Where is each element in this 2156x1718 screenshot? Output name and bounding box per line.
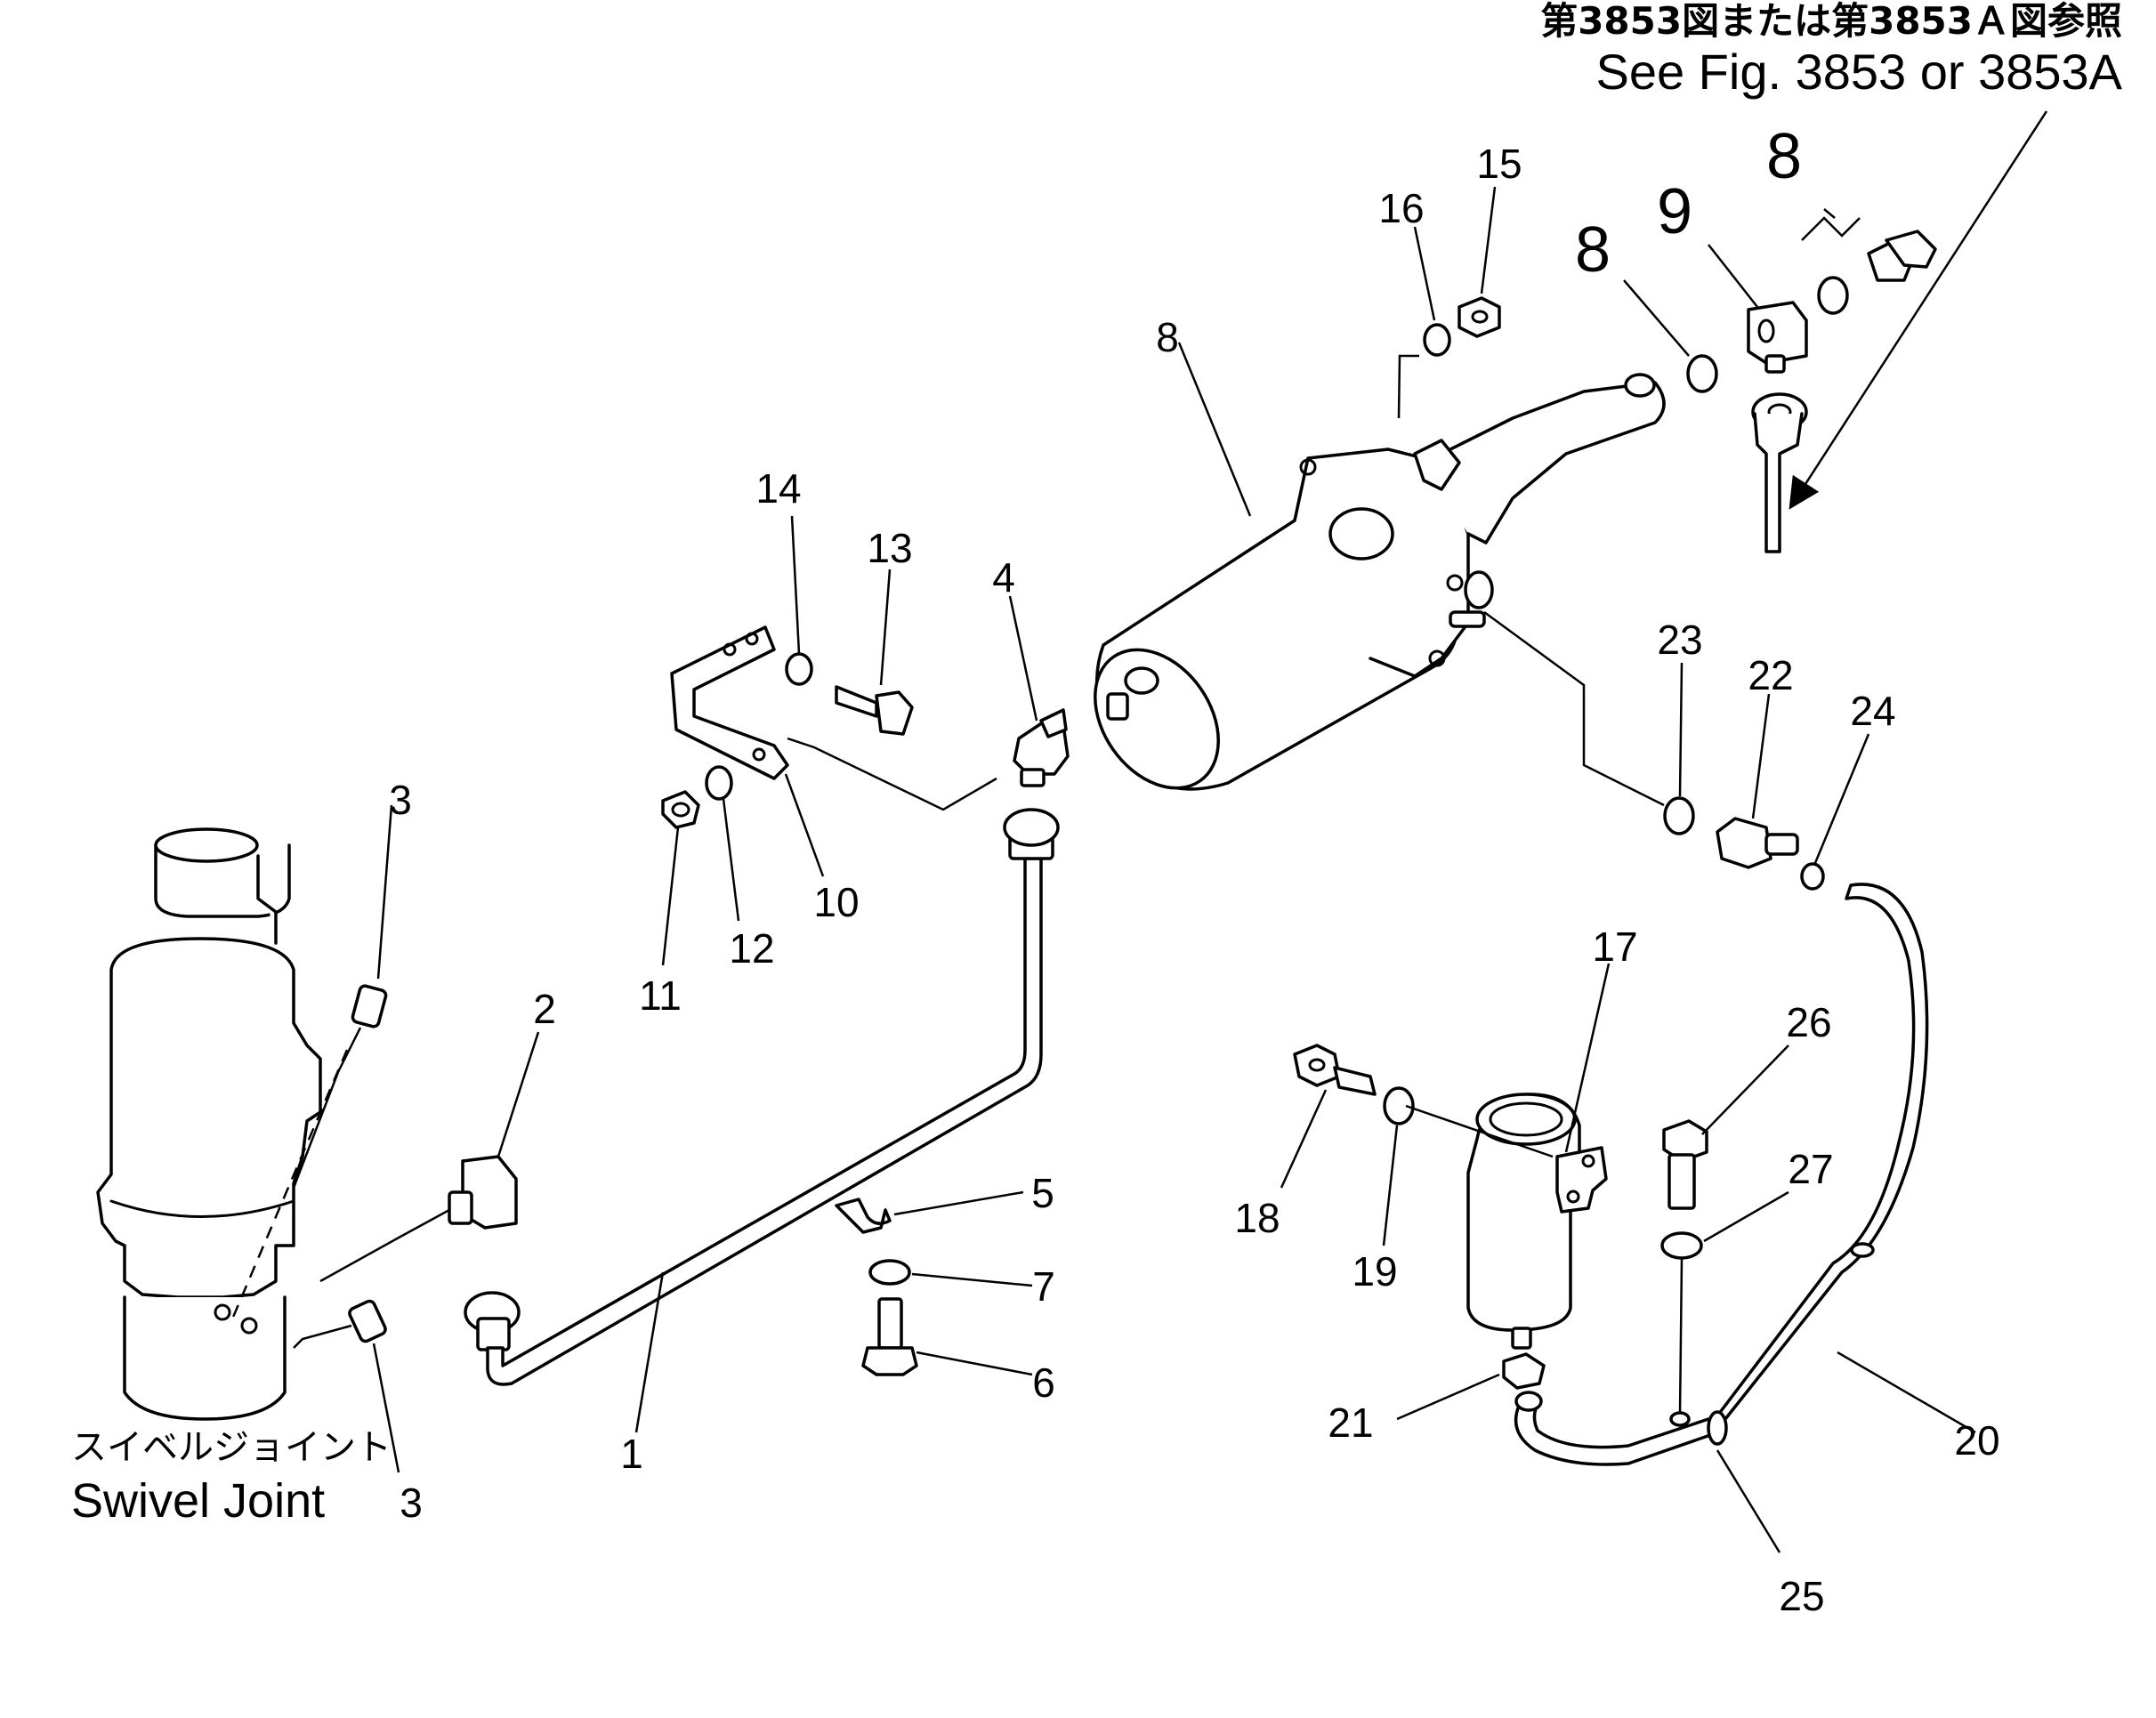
part-7-washer [868, 1259, 1033, 1287]
swivel-port [214, 1303, 231, 1321]
reference-jp: 第3853図または第3853Ａ図参照 [1540, 0, 2122, 43]
callout-16: 16 [1378, 185, 1424, 231]
callout-11: 11 [639, 972, 682, 1019]
swivel-label-jp: スイベルジョイント [71, 1427, 392, 1468]
callout-18: 18 [1234, 1195, 1280, 1241]
callout-8-plug: 8 [1766, 121, 1802, 192]
part-23-washer [1663, 662, 1695, 835]
part-17-filter [1466, 963, 1611, 1350]
part-14-washer [785, 515, 813, 686]
reference-tube [1751, 392, 1808, 553]
callout-9: 9 [1657, 176, 1692, 247]
reference-en: See Fig. 3853 or 3853A [1595, 44, 2122, 100]
figure-reference: 第3853図または第3853Ａ図参照 See Fig. 3853 or 3853… [1540, 0, 2123, 510]
part-3-lower-plug [293, 1299, 400, 1473]
callout-3-top: 3 [389, 777, 412, 823]
callout-23: 23 [1657, 617, 1702, 663]
callout-14: 14 [755, 465, 801, 512]
swivel-bottom [123, 1295, 287, 1421]
part-26-bolt [1662, 1045, 1789, 1210]
callout-2: 2 [533, 986, 556, 1032]
swivel-upper-step [256, 854, 278, 945]
callout-5: 5 [1031, 1170, 1054, 1216]
callout-21: 21 [1328, 1399, 1373, 1446]
callout-8-booster: 8 [1156, 314, 1179, 360]
part-21-nipple [1396, 1352, 1546, 1421]
callout-15: 15 [1476, 141, 1522, 187]
part-9-fitting [1708, 244, 1808, 374]
part-3-upper-plug [292, 804, 393, 1189]
swivel-hidden-line [230, 1049, 349, 1322]
part-6-bolt [861, 1297, 1033, 1376]
part-27-washer [1660, 1190, 1789, 1427]
part-13-bolt [835, 569, 914, 736]
part-8-washer [1623, 279, 1718, 393]
part-10-bracket [670, 625, 997, 877]
callout-25: 25 [1779, 1573, 1824, 1619]
callout-labels: 1 2 3 3 4 5 6 7 8 8 8 9 10 11 12 13 14 1… [389, 121, 1999, 1619]
callout-13: 13 [867, 525, 912, 571]
callout-6: 6 [1032, 1359, 1055, 1406]
swivel-joint: スイベルジョイント Swivel Joint [71, 827, 392, 1528]
callout-24: 24 [1850, 688, 1895, 734]
reference-arrow [1789, 110, 2048, 510]
part-22-fitting [1716, 693, 1799, 869]
part-24-clamp [1800, 733, 1870, 891]
part-25-hose [1514, 1391, 1781, 1553]
callout-3-bottom: 3 [400, 1480, 423, 1526]
part-8-booster [1094, 342, 1666, 807]
part-18-bolt [1280, 1044, 1377, 1189]
callout-27: 27 [1788, 1146, 1833, 1192]
part-12-washer [705, 765, 740, 922]
callout-7: 7 [1032, 1263, 1055, 1310]
part-2-elbow-fitting [319, 1031, 540, 1283]
part-4-elbow [1008, 595, 1070, 787]
swivel-port-2 [240, 1317, 258, 1335]
swivel-top-cap [154, 827, 259, 863]
callout-10: 10 [813, 879, 859, 925]
part-16-washer [1413, 226, 1451, 357]
callout-19: 19 [1352, 1248, 1397, 1295]
callout-4: 4 [992, 554, 1015, 601]
part-19-washer [1382, 1086, 1554, 1246]
swivel-label-en: Swivel Joint [71, 1474, 325, 1528]
part-15-nut [1458, 186, 1501, 338]
callout-26: 26 [1786, 999, 1831, 1045]
part-5-clip [835, 1190, 1024, 1234]
part-11-nut [661, 790, 700, 966]
callout-8-washer: 8 [1575, 214, 1611, 286]
callout-12: 12 [729, 925, 774, 972]
swivel-band [109, 1199, 295, 1218]
swivel-top-shaft [154, 843, 291, 918]
callout-17: 17 [1592, 924, 1637, 970]
part-20-hose [1709, 883, 1976, 1434]
callout-1: 1 [620, 1431, 643, 1477]
part-8-plug-set [1801, 208, 1937, 315]
callout-20: 20 [1954, 1417, 1999, 1464]
callout-22: 22 [1748, 652, 1793, 698]
swivel-body [96, 937, 322, 1299]
part-1-tube [464, 808, 1060, 1433]
